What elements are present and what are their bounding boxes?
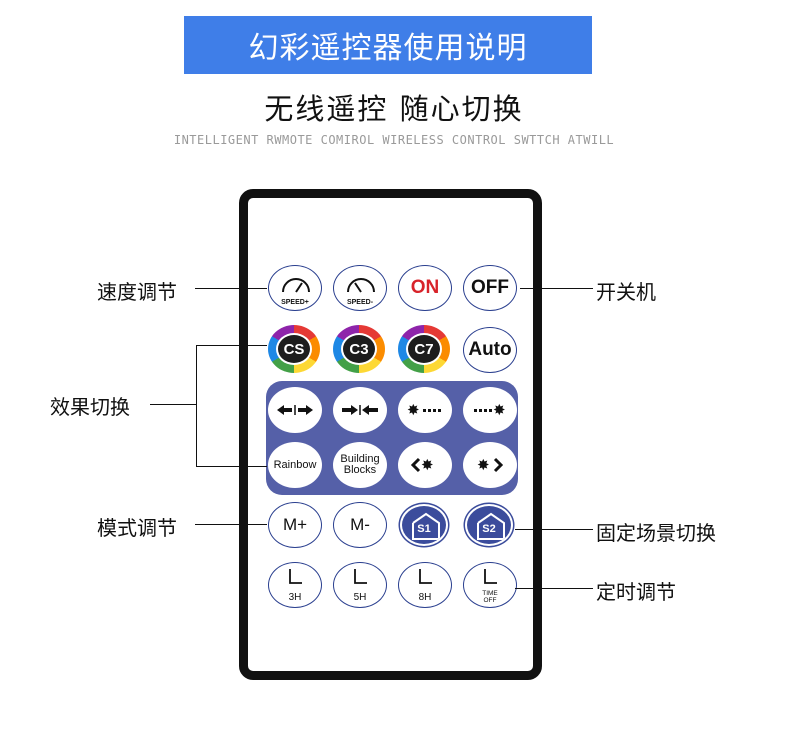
effect-collapse-button[interactable] — [333, 387, 387, 433]
house-icon — [477, 512, 505, 540]
c3-label: C3 — [341, 333, 377, 365]
cs-button[interactable]: CS — [268, 325, 320, 373]
effect-bracket-bottom — [196, 466, 267, 467]
mode-minus-label: M- — [350, 515, 370, 534]
gauge-icon — [282, 278, 310, 293]
scene-2-label: S2 — [482, 523, 496, 535]
mode-minus-button[interactable]: M- — [333, 502, 387, 548]
timer-5h-label: 5H — [353, 592, 367, 603]
arrows-inward-icon — [342, 405, 378, 415]
effect-burst-right-button[interactable]: ✸ — [463, 442, 517, 488]
mode-plus-button[interactable]: M+ — [268, 502, 322, 548]
c7-button[interactable]: C7 — [398, 325, 450, 373]
speed-callout-label: 速度调节 — [97, 280, 177, 304]
speed-callout-line — [195, 288, 267, 289]
power-callout-line — [520, 288, 593, 289]
svg-text:✸: ✸ — [421, 457, 434, 473]
house-icon — [412, 512, 440, 540]
scene-1-label: S1 — [417, 523, 431, 535]
speed-down-button[interactable]: SPEED- — [333, 265, 387, 311]
svg-text:✸: ✸ — [407, 402, 420, 418]
scene-callout-label: 固定场景切换 — [596, 521, 716, 545]
scene-callout-line — [515, 529, 593, 530]
arrows-outward-icon — [277, 405, 313, 415]
effect-burst-left-button[interactable]: ✸ — [398, 442, 452, 488]
speed-up-button[interactable]: SPEED+ — [268, 265, 322, 311]
mode-callout-label: 模式调节 — [97, 516, 177, 540]
power-off-button[interactable]: OFF — [463, 265, 517, 311]
effect-flow-right-button[interactable]: ✸ — [398, 387, 452, 433]
building-blocks-label: Building Blocks — [340, 453, 380, 476]
subtitle: 无线遥控 随心切换 — [264, 92, 524, 126]
cs-label: CS — [276, 333, 312, 365]
page-title: 幻彩遥控器使用说明 — [248, 31, 528, 66]
burst-right-icon: ✸ — [407, 402, 441, 418]
speed-up-label: SPEED+ — [281, 299, 309, 306]
auto-label: Auto — [468, 339, 512, 360]
timer-icon — [419, 569, 432, 584]
mode-plus-label: M+ — [282, 515, 308, 534]
timer-off-button[interactable]: TIME OFF — [463, 562, 517, 608]
gauge-icon — [347, 278, 375, 293]
rainbow-label: Rainbow — [273, 458, 317, 471]
timer-icon — [354, 569, 367, 584]
on-label: ON — [410, 277, 440, 298]
effect-flow-left-button[interactable]: ✸ — [463, 387, 517, 433]
mode-callout-line — [195, 524, 267, 525]
effect-expand-button[interactable] — [268, 387, 322, 433]
effect-bracket-top — [196, 345, 267, 346]
title-banner: 幻彩遥控器使用说明 — [184, 16, 592, 74]
c3-button[interactable]: C3 — [333, 325, 385, 373]
power-callout-label: 开关机 — [596, 280, 656, 304]
effect-callout-label: 效果切换 — [50, 395, 130, 419]
chevron-burst-right-icon: ✸ — [477, 457, 504, 473]
scene-1-button[interactable]: S1 — [400, 504, 448, 546]
timer-3h-button[interactable]: 3H — [268, 562, 322, 608]
timer-icon — [289, 569, 302, 584]
building-blocks-button[interactable]: Building Blocks — [333, 442, 387, 488]
rainbow-button[interactable]: Rainbow — [268, 442, 322, 488]
timer-5h-button[interactable]: 5H — [333, 562, 387, 608]
timer-callout-label: 定时调节 — [596, 580, 676, 604]
effect-callout-line — [150, 404, 196, 405]
off-label: OFF — [471, 277, 509, 298]
svg-text:✸: ✸ — [477, 457, 490, 473]
timer-icon — [484, 569, 497, 584]
power-on-button[interactable]: ON — [398, 265, 452, 311]
effect-bracket — [196, 345, 197, 467]
timer-callout-line — [515, 588, 593, 589]
timer-3h-label: 3H — [288, 592, 302, 603]
auto-button[interactable]: Auto — [463, 327, 517, 373]
chevron-burst-left-icon: ✸ — [410, 457, 434, 473]
timer-8h-button[interactable]: 8H — [398, 562, 452, 608]
speed-down-label: SPEED- — [346, 299, 374, 306]
burst-left-icon: ✸ — [474, 402, 506, 418]
svg-text:✸: ✸ — [493, 402, 506, 418]
tagline: INTELLIGENT RWMOTE COMIROL WIRELESS CONT… — [173, 133, 615, 147]
c7-label: C7 — [406, 333, 442, 365]
timer-off-label: TIME OFF — [482, 590, 498, 604]
scene-2-button[interactable]: S2 — [465, 504, 513, 546]
timer-8h-label: 8H — [418, 592, 432, 603]
